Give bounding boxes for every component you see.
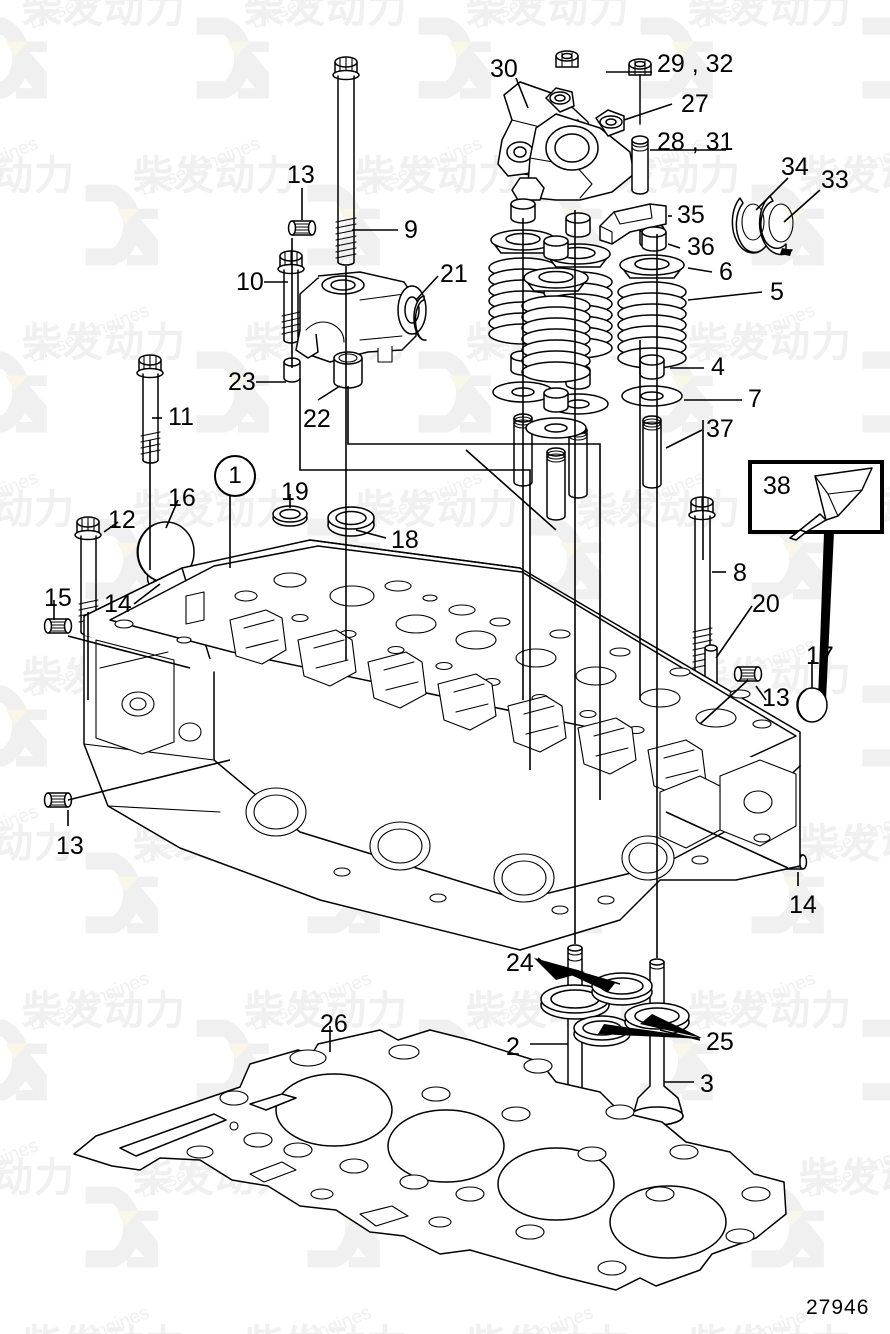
- callout-17: 17: [806, 642, 834, 670]
- callout-13: 13: [287, 161, 315, 189]
- callout-34: 34: [781, 153, 809, 181]
- part-21-rocker-arm-bracket: [295, 271, 427, 363]
- part-22-bushing: [333, 351, 363, 389]
- callout-7: 7: [748, 385, 762, 413]
- callout-35: 35: [677, 201, 705, 229]
- part-19-seal-ring: [272, 505, 308, 527]
- callout-9: 9: [404, 216, 418, 244]
- callout-18: 18: [391, 526, 419, 554]
- callout-25: 25: [706, 1028, 734, 1056]
- callout-20: 20: [752, 590, 780, 618]
- callout-37: 37: [706, 415, 734, 443]
- callout-14: 14: [789, 891, 817, 919]
- callout-29-32: 29 , 32: [657, 50, 734, 78]
- callout-14: 14: [104, 590, 132, 618]
- callout-10: 10: [236, 268, 264, 296]
- callout-13: 13: [762, 684, 790, 712]
- callout-36: 36: [687, 233, 715, 261]
- callout-30: 30: [490, 55, 518, 83]
- callout-38: 38: [763, 472, 791, 500]
- part-32-lock-nut: [555, 50, 579, 68]
- part-27-rocker-arm: [511, 109, 635, 201]
- callout-12: 12: [108, 506, 136, 534]
- callout-26: 26: [320, 1010, 348, 1038]
- diagram-reference-number: 27946: [806, 1296, 870, 1319]
- callout-11: 11: [168, 403, 194, 431]
- callout-28-31: 28 , 31: [657, 128, 734, 156]
- callout-23: 23: [228, 368, 256, 396]
- callout-8: 8: [733, 559, 747, 587]
- part-35-valve-bridge-lever: [599, 203, 667, 245]
- callout-15: 15: [44, 584, 72, 612]
- callout-19: 19: [281, 478, 309, 506]
- circled-callout-1: 1: [214, 455, 256, 497]
- callout-27: 27: [681, 90, 709, 118]
- part-17-core-plug: [796, 687, 828, 723]
- callout-22: 22: [303, 405, 331, 433]
- callout-16: 16: [168, 484, 196, 512]
- callout-13: 13: [56, 832, 84, 860]
- callout-24: 24: [506, 949, 534, 977]
- callout-33: 33: [821, 166, 849, 194]
- callout-5: 5: [770, 278, 784, 306]
- callout-2: 2: [506, 1033, 520, 1061]
- callout-3: 3: [700, 1070, 714, 1098]
- callout-4: 4: [711, 353, 725, 381]
- callout-6: 6: [719, 258, 733, 286]
- part-31-adjusting-screw: [631, 135, 649, 195]
- callout-21: 21: [440, 260, 468, 288]
